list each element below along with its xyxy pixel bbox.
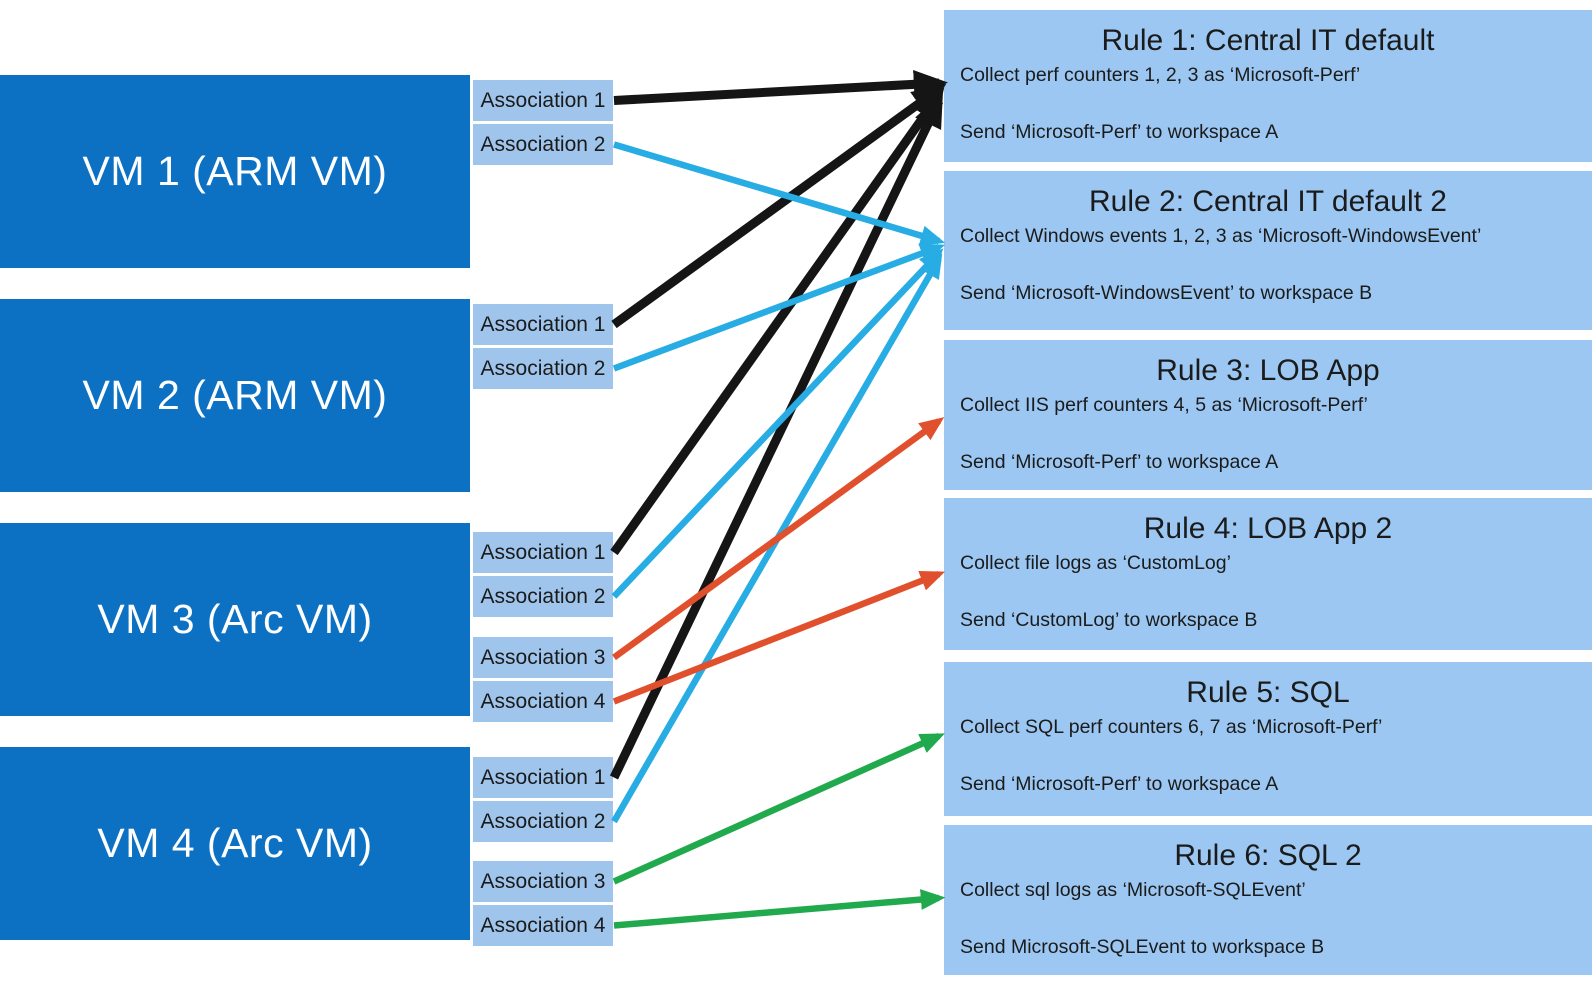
association-box-vm4-2: Association 2 bbox=[473, 801, 613, 842]
arrow-vm3-2-to-rule-2 bbox=[611, 248, 944, 599]
association-box-vm3-3: Association 3 bbox=[473, 637, 613, 678]
arrow-vm4-2-to-rule-2 bbox=[611, 253, 943, 824]
association-box-vm1-1: Association 1 bbox=[473, 80, 613, 121]
rule-6-title: Rule 6: SQL 2 bbox=[1174, 839, 1362, 872]
arrow-vm3-1-to-rule-1 bbox=[610, 87, 945, 556]
arrow-vm1-2-to-rule-2 bbox=[613, 141, 946, 246]
association-box-vm4-4: Association 4 bbox=[473, 905, 613, 946]
arrow-vm3-3-to-rule-3 bbox=[612, 417, 945, 661]
rule-1-send-line: Send ‘Microsoft-Perf’ to workspace A bbox=[960, 121, 1279, 143]
rule-box-1: Rule 1: Central IT default Collect perf … bbox=[944, 10, 1592, 162]
rule-5-collect-line: Collect SQL perf counters 6, 7 as ‘Micro… bbox=[960, 716, 1383, 738]
association-box-vm3-2: Association 2 bbox=[473, 576, 613, 617]
rule-4-collect-line: Collect file logs as ‘CustomLog’ bbox=[960, 552, 1231, 574]
rule-1-collect-line: Collect perf counters 1, 2, 3 as ‘Micros… bbox=[960, 64, 1361, 86]
rule-4-title: Rule 4: LOB App 2 bbox=[1143, 512, 1393, 545]
rule-box-4: Rule 4: LOB App 2 Collect file logs as ‘… bbox=[944, 498, 1592, 650]
rule-3-send-line: Send ‘Microsoft-Perf’ to workspace A bbox=[960, 451, 1279, 473]
vm-label-1: VM 1 (ARM VM) bbox=[82, 148, 388, 194]
vm-box-1: VM 1 (ARM VM) bbox=[0, 75, 470, 268]
arrow-vm3-4-to-rule-4 bbox=[612, 570, 946, 705]
rule-3-collect-line: Collect IIS perf counters 4, 5 as ‘Micro… bbox=[960, 394, 1368, 416]
rule-5-title: Rule 5: SQL bbox=[1186, 676, 1350, 709]
rule-4-send-line: Send ‘CustomLog’ to workspace B bbox=[960, 609, 1258, 631]
rule-box-3: Rule 3: LOB App Collect IIS perf counter… bbox=[944, 340, 1592, 490]
arrow-vm1-1-to-rule-1 bbox=[613, 69, 948, 105]
rule-6-collect-line: Collect sql logs as ‘Microsoft-SQLEvent’ bbox=[960, 879, 1306, 901]
association-box-vm4-3: Association 3 bbox=[473, 861, 613, 902]
rule-1-title: Rule 1: Central IT default bbox=[1101, 24, 1435, 57]
rule-2-collect-line: Collect Windows events 1, 2, 3 as ‘Micro… bbox=[960, 225, 1482, 247]
rule-6-send-line: Send Microsoft-SQLEvent to workspace B bbox=[960, 936, 1325, 958]
association-box-vm2-2: Association 2 bbox=[473, 348, 613, 389]
rule-2-send-line: Send ‘Microsoft-WindowsEvent’ to workspa… bbox=[960, 282, 1373, 304]
arrow-vm4-1-to-rule-1 bbox=[609, 92, 944, 780]
vm-box-3: VM 3 (Arc VM) bbox=[0, 523, 470, 716]
arrow-vm4-4-to-rule-6 bbox=[613, 889, 946, 929]
association-box-vm1-2: Association 2 bbox=[473, 124, 613, 165]
association-box-vm2-1: Association 1 bbox=[473, 304, 613, 345]
vm-box-2: VM 2 (ARM VM) bbox=[0, 299, 470, 492]
rule-2-title: Rule 2: Central IT default 2 bbox=[1089, 185, 1447, 218]
vm-box-4: VM 4 (Arc VM) bbox=[0, 747, 470, 940]
rule-5-send-line: Send ‘Microsoft-Perf’ to workspace A bbox=[960, 773, 1279, 795]
vm-label-2: VM 2 (ARM VM) bbox=[82, 372, 388, 418]
vm-label-4: VM 4 (Arc VM) bbox=[97, 820, 373, 866]
association-box-vm4-1: Association 1 bbox=[473, 757, 613, 798]
arrow-vm4-3-to-rule-5 bbox=[612, 733, 945, 885]
association-box-vm3-1: Association 1 bbox=[473, 532, 613, 573]
association-box-vm3-4: Association 4 bbox=[473, 681, 613, 722]
rule-box-6: Rule 6: SQL 2 Collect sql logs as ‘Micro… bbox=[944, 825, 1592, 975]
rule-box-5: Rule 5: SQL Collect SQL perf counters 6,… bbox=[944, 662, 1592, 816]
rule-box-2: Rule 2: Central IT default 2 Collect Win… bbox=[944, 171, 1592, 330]
vm-label-3: VM 3 (Arc VM) bbox=[97, 596, 373, 642]
rule-3-title: Rule 3: LOB App bbox=[1156, 354, 1380, 387]
arrow-vm2-1-to-rule-1 bbox=[611, 83, 947, 329]
arrow-vm2-2-to-rule-2 bbox=[612, 243, 946, 372]
